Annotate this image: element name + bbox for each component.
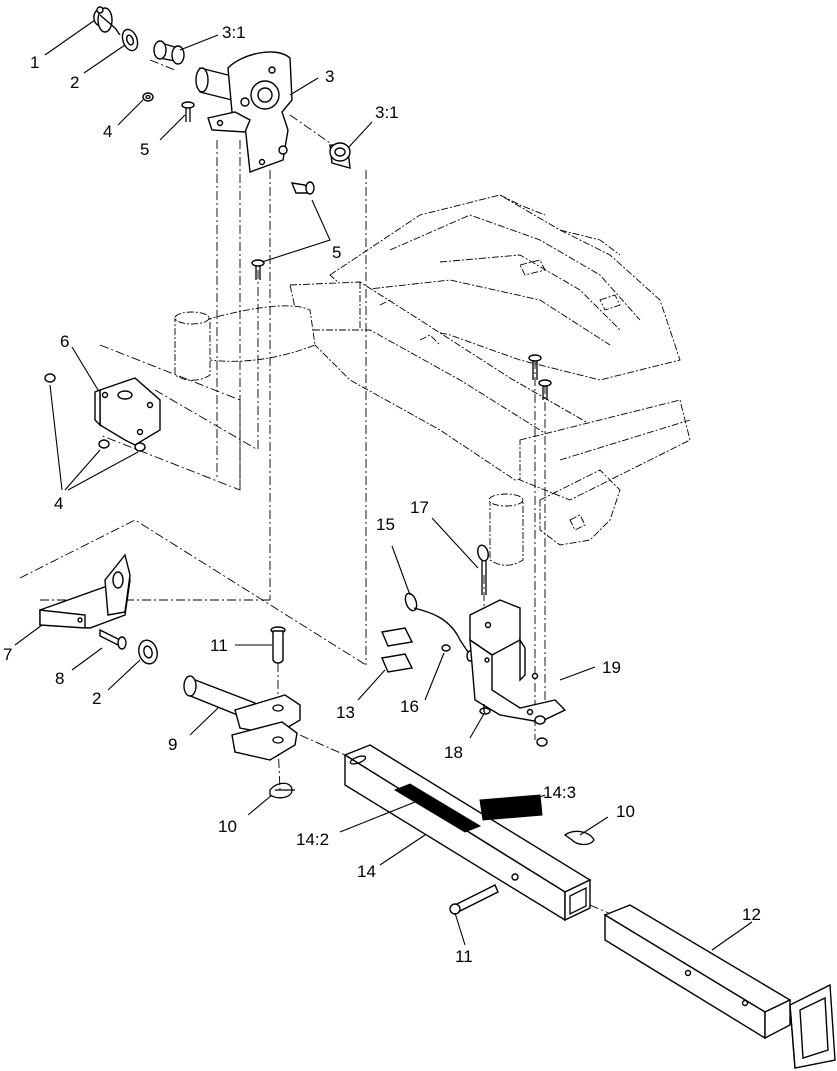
part-10-hairpin-left: [269, 782, 295, 799]
part-3-1-bushing-top: [153, 40, 185, 65]
part-2-washer-top: [121, 28, 139, 52]
callout-14: 14: [357, 862, 376, 881]
callout-17: 17: [410, 498, 429, 517]
callout-11: 11: [210, 636, 228, 655]
part-17-pin: [477, 544, 489, 595]
part-19-bolts-vertical: [528, 354, 552, 747]
callout-2: 2: [92, 689, 101, 708]
callout-10: 10: [218, 817, 237, 836]
part-5-bolt-low: [251, 259, 265, 280]
part-9-hitch-pivot: [183, 675, 301, 761]
part-11-clevis-pin-upper: [270, 626, 286, 664]
part-4-nut-top: [142, 92, 154, 102]
callout-8: 8: [55, 669, 64, 688]
part-4-nuts-lower: [44, 373, 146, 452]
callout-10: 10: [616, 802, 635, 821]
callout-15: 15: [376, 515, 395, 534]
part-18-bolt: [479, 704, 491, 715]
part-15-lanyard-cable: [404, 592, 474, 662]
callout-labels: 1 2 3:1 3 4 5 3:1 5 6 4 7 8 2 9 11 10 13…: [3, 23, 761, 966]
part-1-lynch-pin: [93, 6, 121, 36]
callout-14-2: 14:2: [296, 830, 329, 849]
part-14-3-decal: [479, 794, 543, 821]
callout-3-1: 3:1: [375, 103, 399, 122]
part-19-bracket: [469, 599, 567, 723]
callout-1: 1: [30, 53, 39, 72]
callout-18: 18: [444, 743, 463, 762]
callout-6: 6: [60, 332, 69, 351]
part-3-1-bushing-right: [329, 142, 351, 169]
callout-12: 12: [742, 905, 761, 924]
part-5-bolt-top: [181, 101, 195, 122]
callout-5: 5: [140, 140, 149, 159]
part-5-bolt-mid: [290, 181, 315, 195]
part-12-hitch-extension: [603, 904, 836, 1069]
callout-4: 4: [103, 122, 112, 141]
callout-9: 9: [168, 735, 177, 754]
assembly-guide-lines: [19, 59, 621, 919]
callout-13: 13: [336, 703, 355, 722]
part-6-mount-plate: [94, 377, 161, 446]
callout-5: 5: [332, 243, 341, 262]
part-7-hitch-bracket: [39, 553, 131, 629]
part-3-hitch-pivot-plate: [195, 51, 293, 173]
callout-3-1: 3:1: [222, 23, 246, 42]
part-11-clevis-pin-lower: [449, 884, 499, 915]
part-13-decals: [381, 627, 414, 673]
leader-lines: [14, 19, 753, 951]
callout-2: 2: [70, 73, 79, 92]
mower-frame-phantom: [174, 194, 691, 566]
callout-3: 3: [325, 67, 334, 86]
callout-4: 4: [54, 494, 63, 513]
callout-16: 16: [400, 697, 419, 716]
part-8-bolt: [99, 628, 127, 650]
callout-11: 11: [455, 947, 473, 966]
part-16-clip: [441, 644, 451, 652]
callout-19: 19: [602, 658, 621, 677]
part-2-washer-lower: [138, 639, 158, 665]
part-14-hitch-tube: [343, 744, 592, 922]
callout-7: 7: [3, 645, 12, 664]
callout-14-3: 14:3: [543, 783, 576, 802]
part-10-hairpin-right: [563, 830, 595, 846]
